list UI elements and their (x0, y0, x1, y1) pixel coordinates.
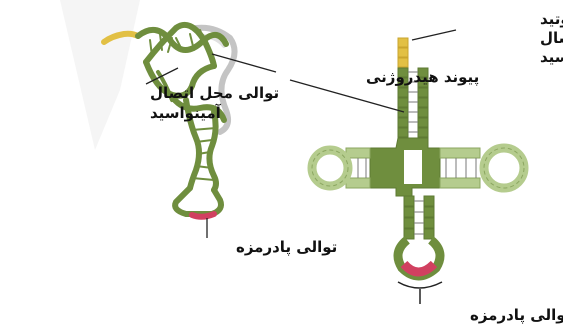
acceptor-end-3d (101, 30, 141, 45)
label-aa-site-3d-line2: آمینواسید (150, 104, 222, 122)
acceptor-nucleotide (397, 47, 409, 58)
anticodon-codon-segment (400, 260, 438, 277)
anticodon-segment-3d (189, 211, 217, 220)
trna-cloverleaf (307, 37, 529, 304)
anticodon-hydrogen-bonds (414, 200, 424, 235)
central-junction-inner (404, 150, 422, 184)
helix-rungs-upper (149, 29, 207, 57)
helix-rungs-lower (191, 127, 217, 181)
helix-lower-b (206, 109, 219, 193)
label-anticodon-clover: توالی پادرمزه (470, 306, 563, 325)
d-arm (307, 145, 371, 191)
trna-3d-model (101, 22, 238, 220)
acceptor-nucleotide (397, 57, 409, 68)
leader-lines (145, 29, 457, 238)
label-nucleotide-line2: جایگاه اتصال (540, 29, 563, 47)
helix-arm-left (143, 59, 217, 99)
anticodon-loop-3d (172, 185, 224, 217)
gray-strand-3d (193, 24, 238, 135)
acceptor-nucleotide (397, 37, 409, 48)
label-hydrogen-bond: پیوند هیدروژنی (366, 68, 479, 87)
t-arm (439, 143, 529, 193)
background-shading (60, 0, 140, 150)
acceptor-hydrogen-bonds (408, 71, 418, 133)
label-aa-site-3d-line1: توالی محل اتصال (150, 84, 279, 102)
anticodon-stem (403, 195, 435, 240)
label-nucleotide-line1: نوکلئوتید (540, 10, 563, 28)
label-nucleotide-line3: به آمینواسید (540, 48, 563, 66)
helix-arm-loop (167, 91, 227, 123)
anticodon-bracket (397, 281, 443, 289)
label-anticodon-3d: توالی پادرمزه (236, 238, 337, 257)
helix-upper-a (135, 27, 229, 53)
helix-side-segment (156, 70, 174, 102)
